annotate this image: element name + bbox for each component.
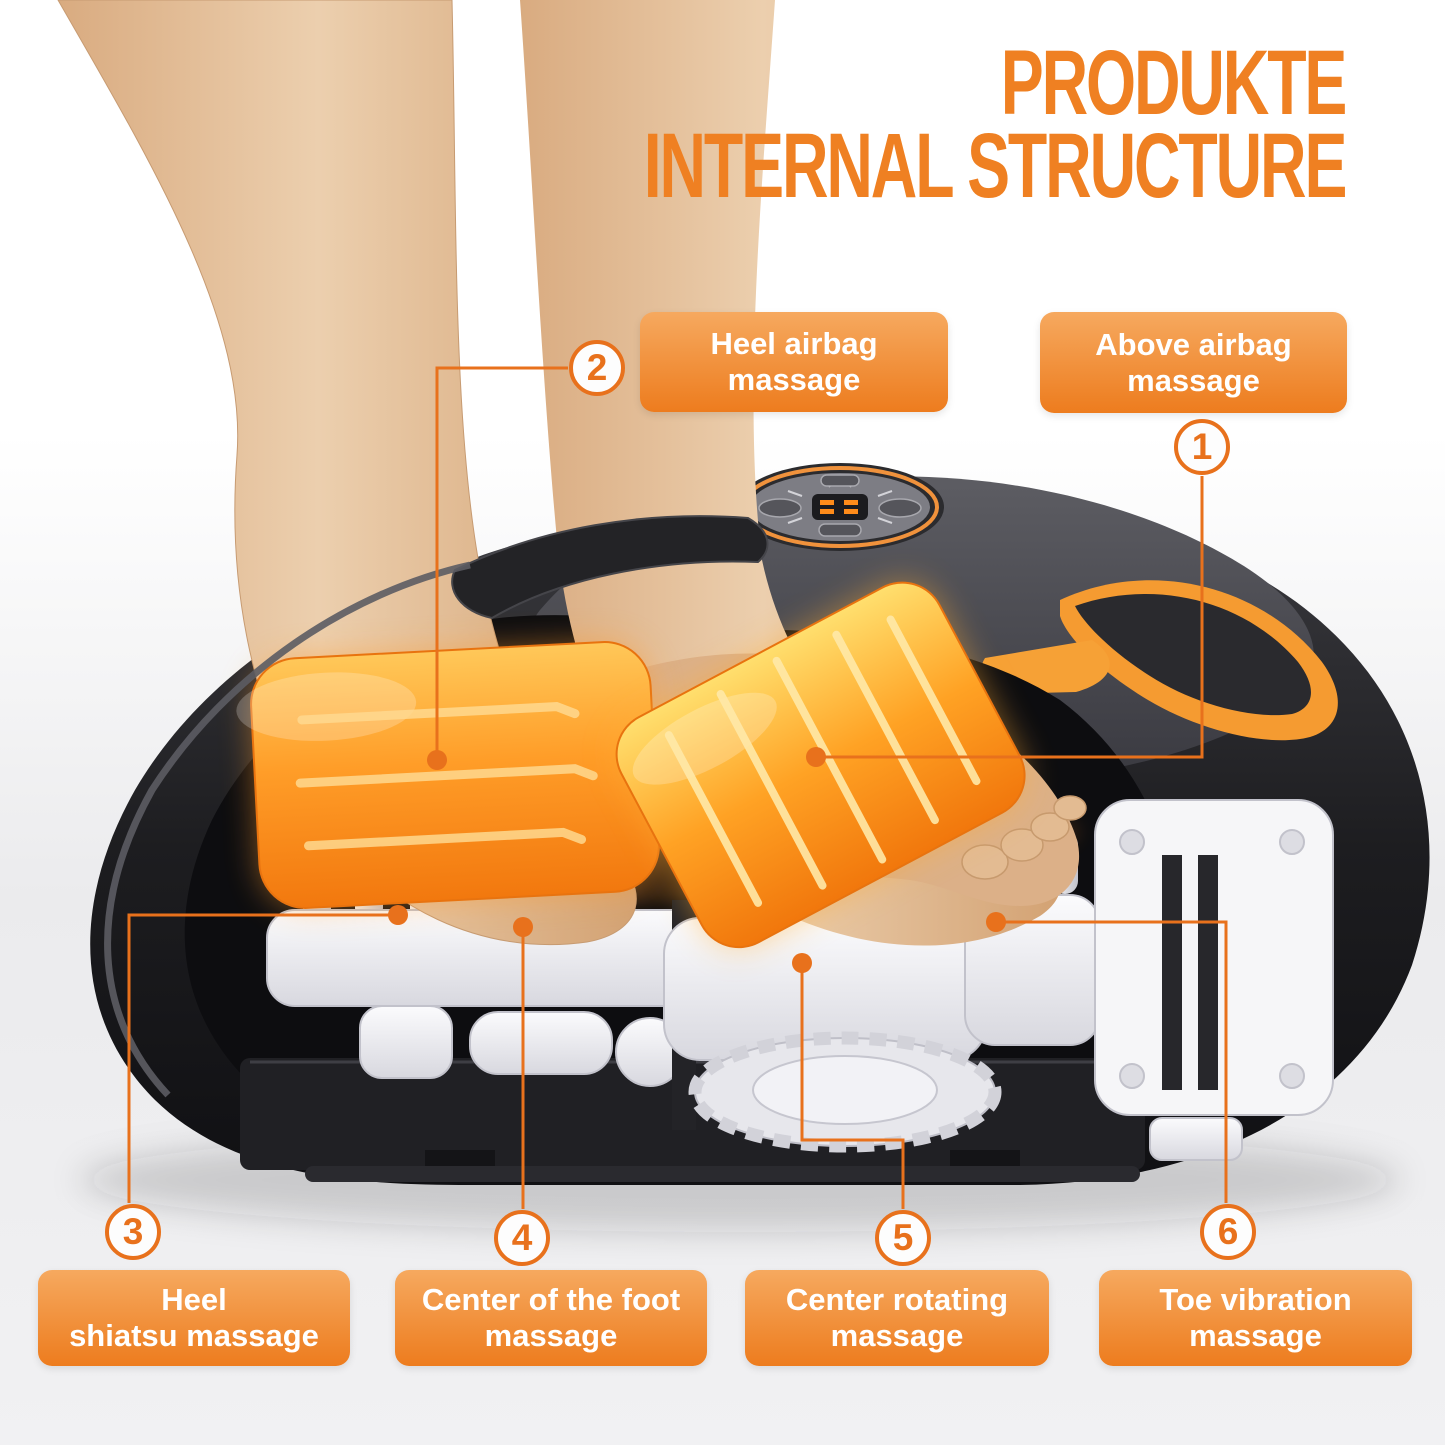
panel-button-bottom	[818, 523, 862, 537]
callout-dot-2	[427, 750, 447, 770]
callout-number-1: 1	[1174, 419, 1230, 475]
page-title-line1: PRODUKTE	[1000, 32, 1347, 134]
label-center-of-foot-massage: Center of the foot massage	[395, 1270, 707, 1366]
toes	[961, 795, 1087, 880]
panel-button-left	[758, 498, 802, 518]
panel-display-segments	[820, 500, 858, 514]
callout-line-2	[435, 366, 568, 760]
callout-dots	[388, 747, 1006, 973]
callout-number-3: 3	[105, 1204, 161, 1260]
callout-dot-5	[792, 953, 812, 973]
panel-display	[812, 494, 868, 520]
label-toe-vibration-massage: Toe vibration massage	[1099, 1270, 1412, 1366]
callout-number-6: 6	[1200, 1204, 1256, 1260]
shell-cut-edge	[104, 561, 471, 1098]
label-above-airbag-massage: Above airbag massage	[1040, 312, 1347, 413]
callout-dot-3	[388, 905, 408, 925]
callout-line-3	[127, 913, 398, 1203]
panel-button-right	[878, 498, 922, 518]
callout-number-5: 5	[875, 1210, 931, 1266]
callout-dot-4	[513, 917, 533, 937]
heel-airbag	[236, 641, 660, 909]
label-heel-shiatsu-massage: Heel shiatsu massage	[38, 1270, 350, 1366]
opening-rim-strap	[451, 515, 769, 620]
callout-line-1	[816, 476, 1204, 759]
panel-button-top	[820, 474, 860, 487]
callout-line-6	[996, 920, 1228, 1203]
machine-base-lip	[305, 1166, 1140, 1182]
label-center-rotating-massage: Center rotating massage	[745, 1270, 1049, 1366]
deck-accent-swoosh-cut	[1075, 594, 1311, 716]
callout-line-5	[800, 963, 905, 1209]
callout-number-2: 2	[569, 340, 625, 396]
callout-dot-6	[986, 912, 1006, 932]
callout-number-4: 4	[494, 1210, 550, 1266]
callout-lines	[127, 366, 1228, 1209]
callout-dot-1	[806, 747, 826, 767]
label-heel-airbag-massage: Heel airbag massage	[640, 312, 948, 412]
page-title: PRODUKTE INTERNAL STRUCTURE	[643, 32, 1347, 217]
page-title-line2: INTERNAL STRUCTURE	[643, 114, 1347, 217]
